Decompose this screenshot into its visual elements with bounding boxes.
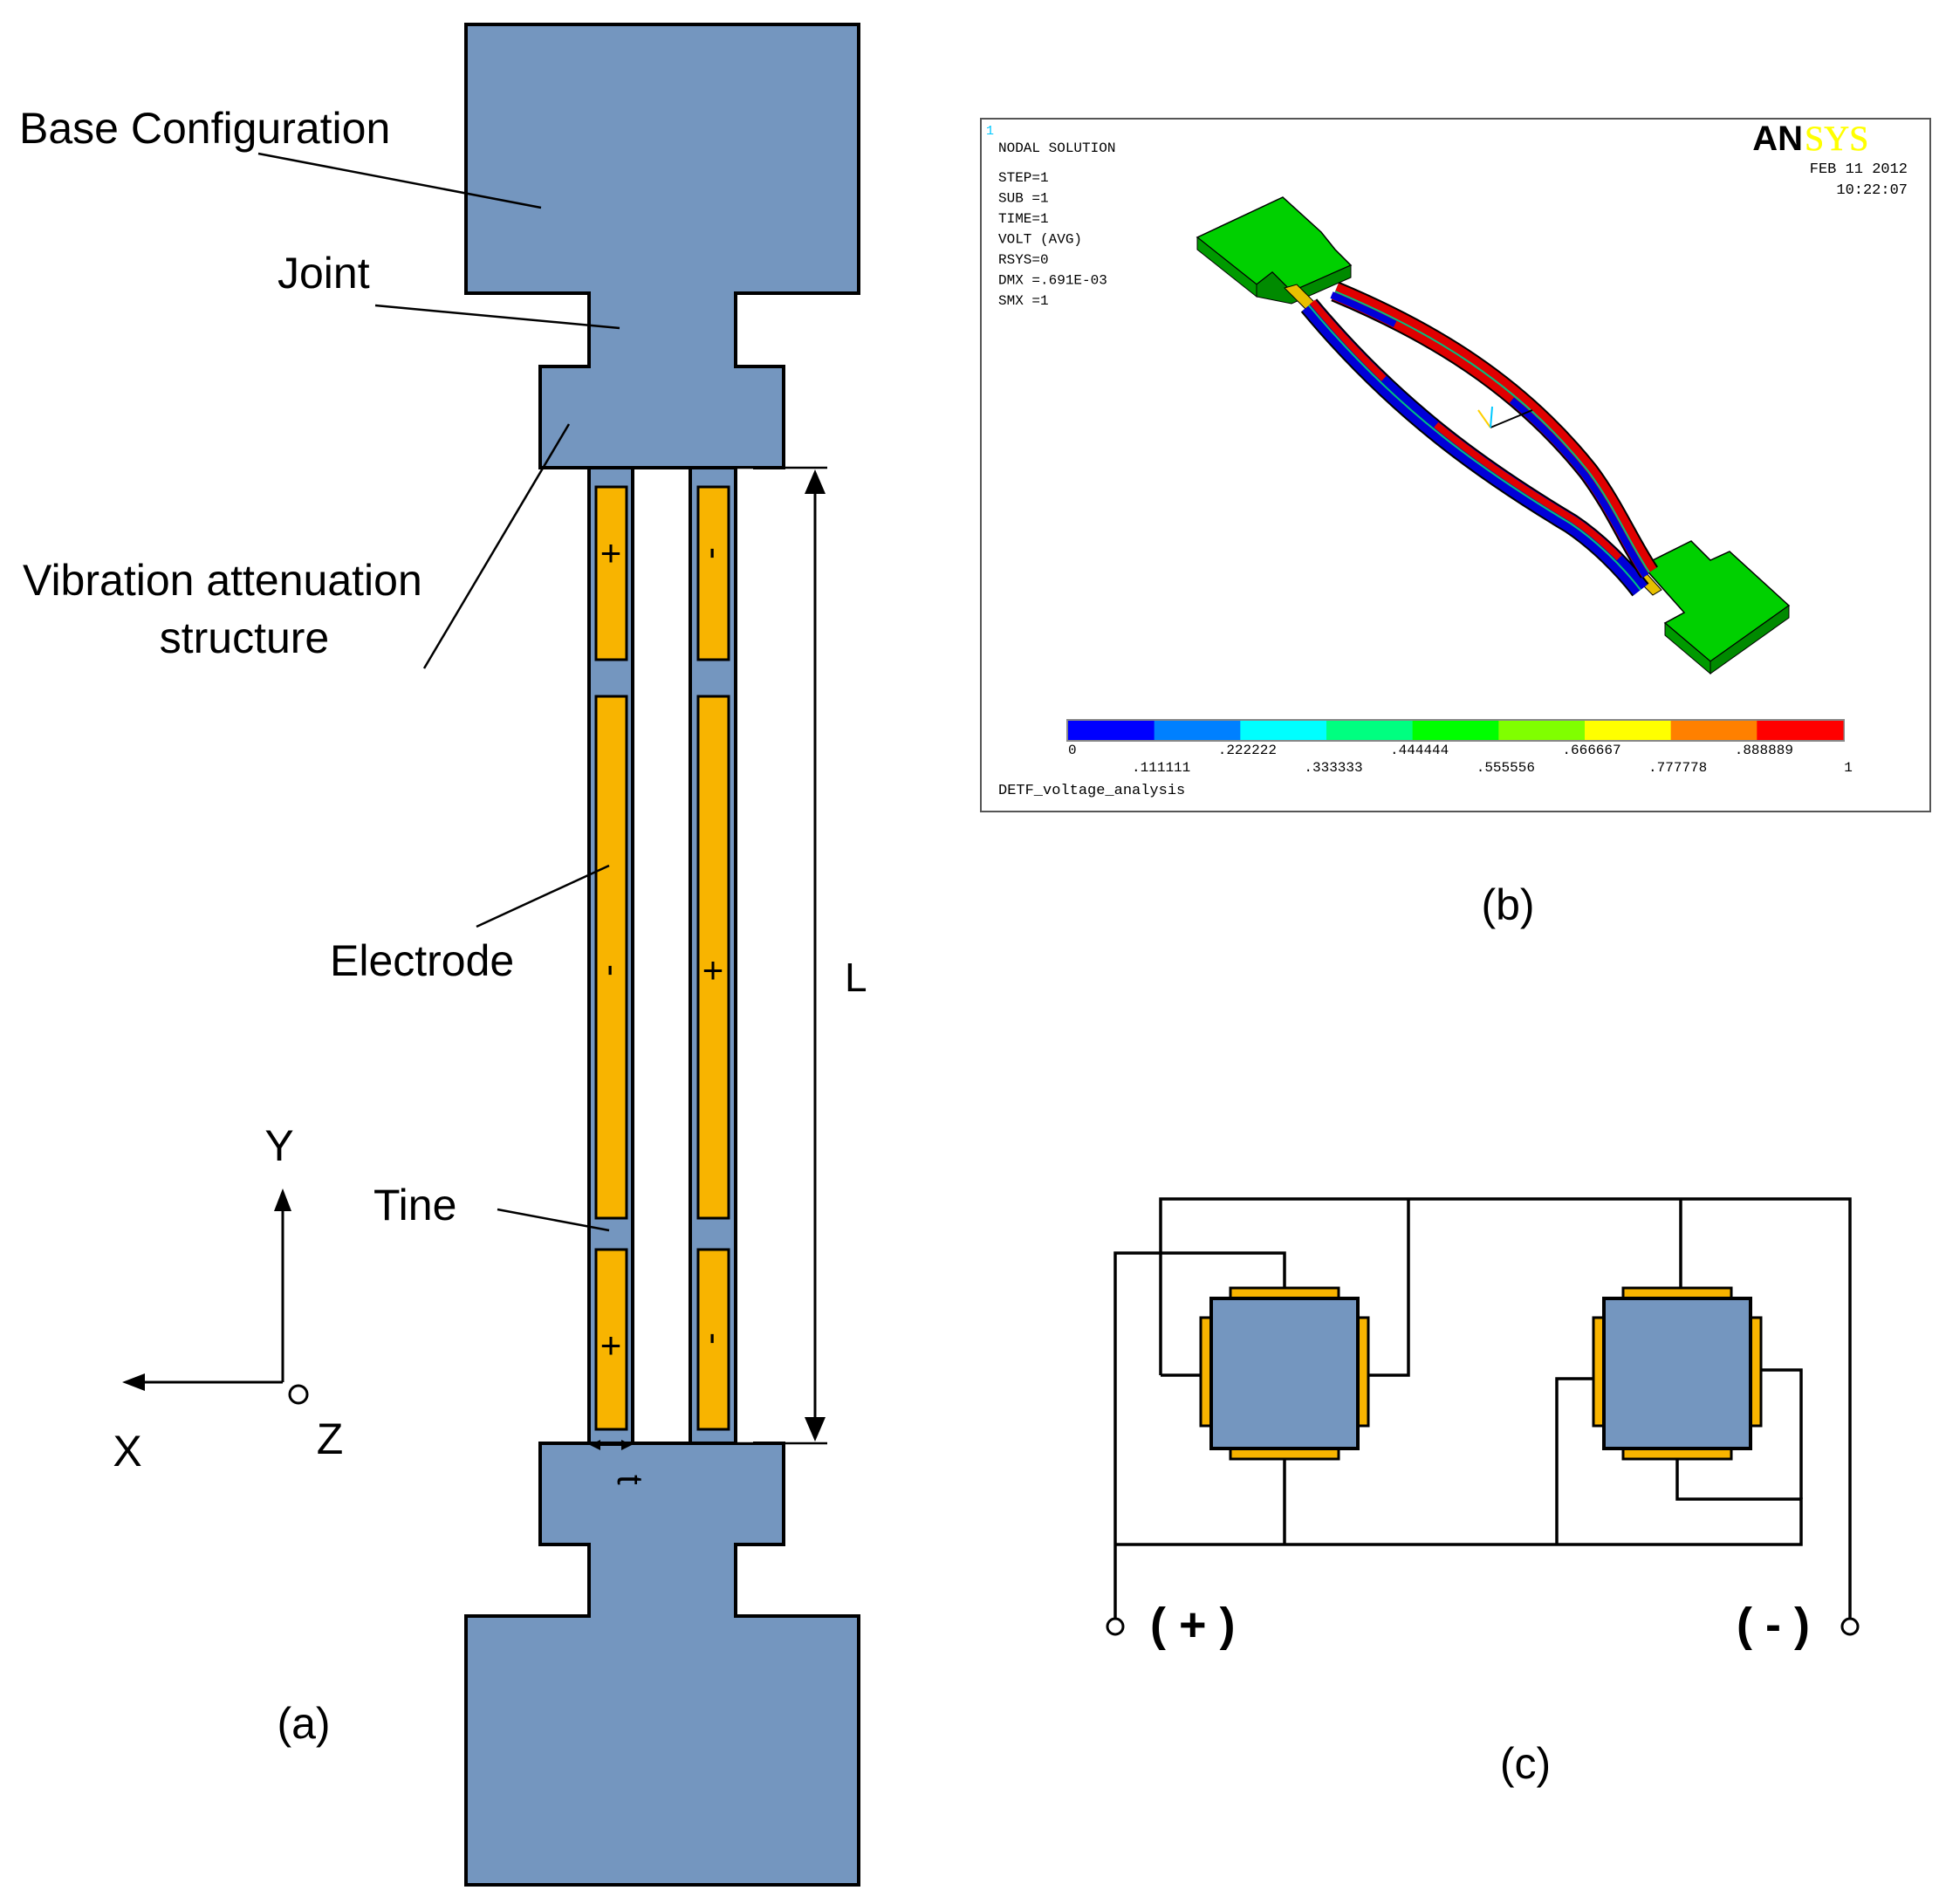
electrode-left-mid [594, 695, 628, 1220]
sign-left-mid: - [593, 964, 634, 976]
label-structure: structure [160, 613, 330, 662]
legend-swatch [1326, 721, 1414, 740]
tine-gap-right [736, 468, 753, 1443]
sign-left-bot: + [600, 1325, 622, 1366]
sign-right-bot: - [695, 1332, 736, 1345]
label-tine: Tine [373, 1181, 456, 1229]
panel-c: ( + ) ( - ) (c) [1106, 1197, 1860, 1788]
legend-tick-label: .222222 [1218, 743, 1277, 758]
caption-a: (a) [277, 1699, 330, 1748]
label-base-configuration: Base Configuration [19, 104, 390, 153]
tine-gap-center [631, 466, 692, 1445]
sign-left-top: + [600, 532, 622, 573]
axis-x-label: X [113, 1427, 141, 1476]
electrode-left-top [594, 485, 628, 661]
ansys-info-line: VOLT (AVG) [998, 232, 1082, 248]
label-electrode: Electrode [330, 936, 514, 985]
panel-a: + - + - + - L t Base Configuration Joint… [19, 23, 867, 1887]
ansys-info-line: STEP=1 [998, 170, 1049, 186]
cross-section-right [1592, 1286, 1763, 1461]
label-joint: Joint [277, 249, 370, 298]
ansys-date: FEB 11 2012 [1810, 161, 1908, 178]
ansys-info-line: SMX =1 [998, 293, 1049, 309]
ansys-time: 10:22:07 [1836, 182, 1908, 199]
ansys-logo-an: AN [1752, 120, 1803, 158]
detf-3d-model [1196, 196, 1791, 675]
z-axis-out-icon [288, 1384, 309, 1405]
terminal-minus [1840, 1617, 1860, 1636]
legend-tick-label: .111111 [1132, 760, 1190, 776]
length-label: L [845, 955, 867, 1000]
legend-swatch [1154, 721, 1241, 740]
voltage-legend: 0 .222222 .444444 .666667 .888889 .111111 .333… [1066, 719, 1853, 776]
label-vibration-attenuation: Vibration attenuation [23, 556, 422, 605]
legend-tick-label: .333333 [1304, 760, 1362, 776]
legend-tick-label: .444444 [1390, 743, 1449, 758]
legend-swatch [1068, 721, 1155, 740]
ansys-logo-sys: SYS [1805, 119, 1868, 158]
caption-c: (c) [1500, 1739, 1551, 1788]
sign-right-top: - [695, 547, 736, 559]
ansys-info-line: NODAL SOLUTION [998, 140, 1115, 156]
electrode-left-bot [594, 1248, 628, 1431]
legend-tick-label: .888889 [1735, 743, 1793, 758]
legend-tick-label: .555556 [1477, 760, 1535, 776]
ansys-info-line: TIME=1 [998, 211, 1049, 227]
legend-swatch [1670, 721, 1757, 740]
legend-swatch [1240, 721, 1327, 740]
electrode-right-top [696, 485, 730, 661]
plus-terminal-label: ( + ) [1150, 1599, 1236, 1651]
legend-tick-label: 0 [1068, 743, 1077, 758]
legend-swatch [1585, 721, 1672, 740]
legend-tick-label: 1 [1844, 760, 1853, 776]
ansys-footer: DETF_voltage_analysis [998, 783, 1185, 799]
coordinate-axes: Y X Z [113, 1121, 343, 1476]
legend-swatch [1757, 721, 1844, 740]
ansys-info-line: RSYS=0 [998, 252, 1049, 268]
sign-right-mid: + [702, 949, 724, 990]
legend-tick-label: .666667 [1562, 743, 1620, 758]
minus-terminal-label: ( - ) [1737, 1599, 1810, 1651]
legend-tick-label: .777778 [1648, 760, 1707, 776]
thickness-label: t [610, 1475, 651, 1485]
legend-swatch [1412, 721, 1499, 740]
ansys-corner-index: 1 [986, 124, 994, 139]
ansys-info-line: SUB =1 [998, 191, 1049, 207]
axis-y-label: Y [264, 1121, 293, 1170]
terminal-plus [1106, 1617, 1125, 1636]
axis-z-label: Z [317, 1414, 344, 1463]
ansys-frame [980, 118, 1931, 812]
ansys-info-line: DMX =.691E-03 [998, 273, 1107, 289]
electrode-right-bot [696, 1248, 730, 1431]
electrode-right-mid [696, 695, 730, 1220]
legend-swatch [1498, 721, 1586, 740]
caption-b: (b) [1481, 880, 1534, 929]
cross-section-left [1199, 1286, 1370, 1461]
wiring [1106, 1197, 1860, 1636]
